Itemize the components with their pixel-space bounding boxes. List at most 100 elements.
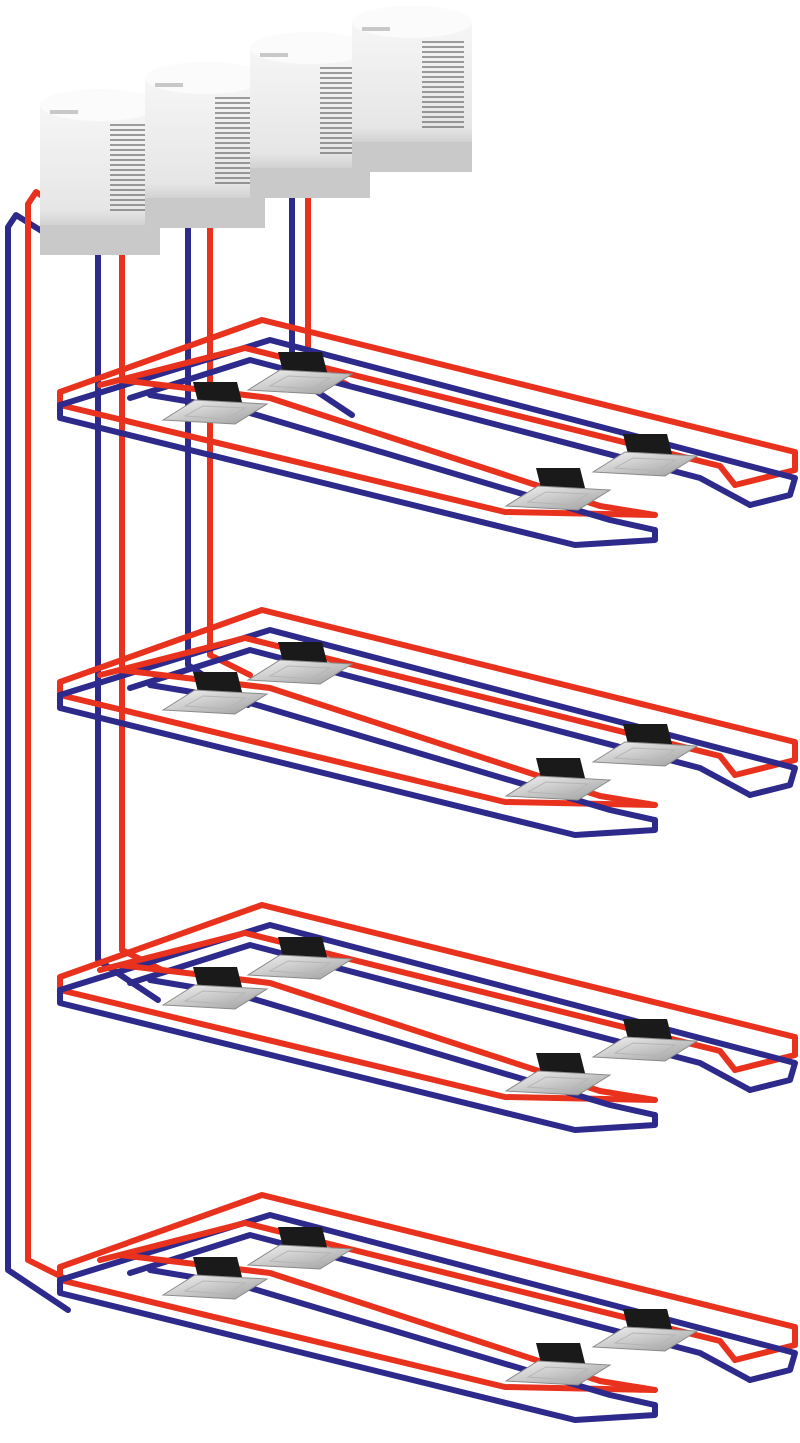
indoor-cassette-unit <box>161 382 269 425</box>
floor-4 <box>57 1192 798 1423</box>
cassette-panel <box>591 1326 699 1352</box>
gas-pipe-inner-loop <box>127 647 753 798</box>
outdoor-unit-top <box>40 89 160 121</box>
cassette-panel <box>246 659 354 685</box>
outdoor-unit-3 <box>250 32 370 198</box>
outdoor-unit-top <box>352 6 472 38</box>
indoor-cassette-unit <box>504 468 612 511</box>
indoor-cassette-unit <box>246 352 354 395</box>
gas-pipe-outer-loop <box>57 987 658 1133</box>
floors <box>57 317 798 1423</box>
indoor-cassette-unit <box>246 937 354 980</box>
cassette-panel <box>504 775 612 801</box>
cassette-grille <box>183 1280 247 1295</box>
cassette-grille <box>526 1076 590 1091</box>
cassette-panel <box>161 399 269 425</box>
cassette-body <box>193 1257 243 1281</box>
cassette-panel <box>161 1274 269 1300</box>
indoor-cassette-unit <box>161 967 269 1010</box>
liquid-pipe-inner-loop <box>97 930 738 1073</box>
cassette-panel <box>246 1244 354 1270</box>
gas-riser <box>5 212 71 1313</box>
cassette-panel <box>161 984 269 1010</box>
indoor-cassette-unit <box>161 672 269 715</box>
cassette-grille <box>526 491 590 506</box>
cassette-grille <box>526 1366 590 1381</box>
outdoor-units <box>40 6 472 255</box>
indoor-cassette-unit <box>591 434 699 477</box>
cassette-grille <box>268 960 332 975</box>
indoor-cassette-unit <box>246 642 354 685</box>
cassette-body <box>278 1227 328 1251</box>
outdoor-unit-base <box>250 168 370 198</box>
cassette-body <box>278 642 328 666</box>
riser-1 <box>5 189 76 1313</box>
gas-pipe-inner-loop <box>127 1232 753 1383</box>
outdoor-unit-trim <box>155 83 183 87</box>
riser-2 <box>95 167 170 1003</box>
outdoor-unit-base <box>40 225 160 255</box>
cassette-panel <box>246 369 354 395</box>
cassette-panel <box>161 689 269 715</box>
cassette-grille <box>526 781 590 796</box>
gas-riser <box>95 187 161 1003</box>
gas-pipe-outer-loop <box>57 402 658 548</box>
cassette-body <box>623 1309 673 1333</box>
outdoor-unit-trim <box>362 27 390 31</box>
cassette-grille <box>268 665 332 680</box>
cassette-grille <box>613 1332 677 1347</box>
cassette-panel <box>504 1360 612 1386</box>
indoor-cassette-unit <box>591 1309 699 1352</box>
floor-2 <box>57 607 798 838</box>
cassette-body <box>278 937 328 961</box>
gas-pipe-inner-loop <box>127 942 753 1093</box>
cassette-panel <box>504 1070 612 1096</box>
cassette-body <box>193 382 243 406</box>
cassette-body <box>193 967 243 991</box>
cassette-panel <box>246 954 354 980</box>
cassette-grille <box>183 405 247 420</box>
cassette-body <box>623 1019 673 1043</box>
gas-pipe-inner-loop <box>127 357 753 508</box>
indoor-cassette-unit <box>504 1343 612 1386</box>
outdoor-unit-trim <box>260 53 288 57</box>
cassette-grille <box>183 695 247 710</box>
floor-1 <box>57 317 798 548</box>
indoor-cassette-unit <box>246 1227 354 1270</box>
liquid-riser <box>119 167 170 973</box>
cassette-grille <box>613 747 677 762</box>
indoor-cassette-unit <box>504 758 612 801</box>
gas-pipe-outer-loop <box>57 1277 658 1423</box>
cassette-body <box>536 1343 586 1367</box>
cassette-panel <box>591 1036 699 1062</box>
cassette-grille <box>183 990 247 1005</box>
cassette-body <box>193 672 243 696</box>
cassette-body <box>536 468 586 492</box>
outdoor-unit-1 <box>40 89 160 255</box>
cassette-body <box>623 434 673 458</box>
cassette-panel <box>504 485 612 511</box>
outdoor-unit-base <box>145 198 265 228</box>
cassette-body <box>536 758 586 782</box>
indoor-cassette-unit <box>591 724 699 767</box>
cassette-grille <box>613 457 677 472</box>
outdoor-unit-base <box>352 142 472 172</box>
cassette-panel <box>591 451 699 477</box>
cassette-grille <box>268 1250 332 1265</box>
floor-3 <box>57 902 798 1133</box>
liquid-pipe-inner-loop <box>97 345 738 488</box>
outdoor-unit-top <box>145 62 265 94</box>
indoor-cassette-unit <box>591 1019 699 1062</box>
outdoor-unit-trim <box>50 110 78 114</box>
cassette-body <box>623 724 673 748</box>
cassette-body <box>278 352 328 376</box>
liquid-pipe-inner-loop <box>97 1220 738 1363</box>
indoor-cassette-unit <box>161 1257 269 1300</box>
cassette-body <box>536 1053 586 1077</box>
indoor-cassette-unit <box>504 1053 612 1096</box>
gas-pipe-outer-loop <box>57 692 658 838</box>
outdoor-unit-4 <box>352 6 472 172</box>
liquid-pipe-inner-loop <box>97 635 738 778</box>
